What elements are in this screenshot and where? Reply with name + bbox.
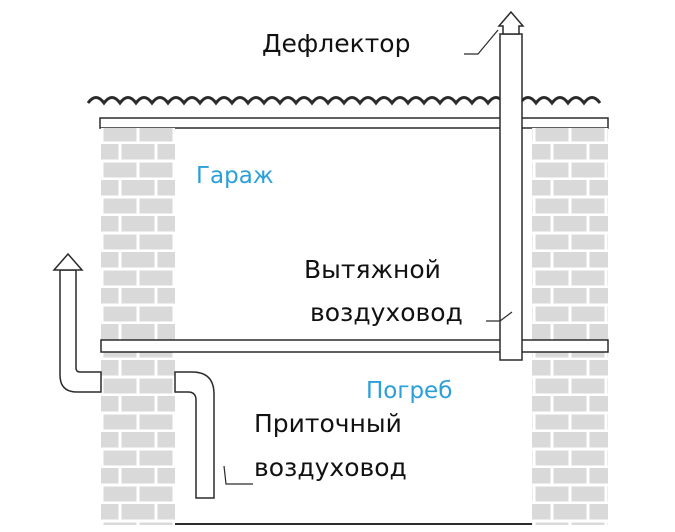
cellar-label: Погреб	[366, 378, 452, 404]
left-brick-wall	[101, 128, 175, 525]
right-brick-wall	[532, 128, 608, 525]
garage-label: Гараж	[196, 163, 274, 189]
supply-leader	[223, 465, 253, 485]
supply-duct-inner	[174, 371, 215, 499]
exhaust-duct	[499, 33, 523, 361]
roof-wave	[86, 96, 602, 106]
exhaust-label-line2: воздуховод	[310, 298, 463, 327]
deflector-leader	[464, 29, 499, 55]
deflector-label: Дефлектор	[262, 29, 410, 58]
supply-label-line1: Приточный	[254, 409, 402, 438]
supply-duct	[59, 269, 102, 393]
exhaust-leader	[486, 311, 513, 322]
exhaust-label-line1: Вытяжной	[304, 255, 441, 284]
floor-slab	[100, 339, 609, 353]
ceiling-slab	[99, 117, 609, 129]
exhaust-arrow-icon	[497, 10, 525, 35]
supply-label-line2: воздуховод	[254, 453, 407, 482]
supply-arrow-icon	[52, 252, 84, 271]
